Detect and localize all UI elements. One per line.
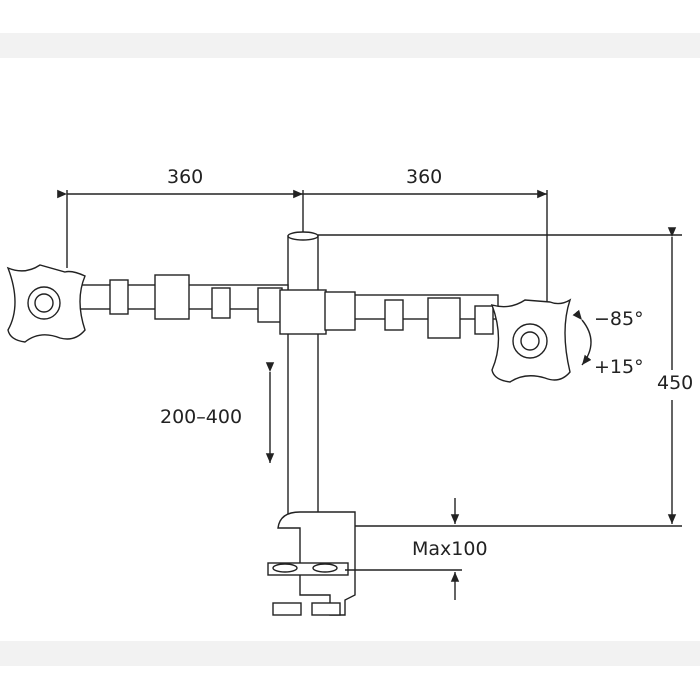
height-label: 450 <box>657 372 694 394</box>
height-adjust-label: 200–400 <box>160 406 243 428</box>
pole <box>287 231 319 521</box>
height-dimension-line <box>318 227 682 527</box>
tilt-down-label: +15° <box>594 356 644 378</box>
clamp-max-label: Max100 <box>412 538 488 560</box>
bottom-band <box>0 641 700 666</box>
clamp <box>267 511 356 616</box>
right-span-label: 360 <box>406 166 443 188</box>
left-span-label: 360 <box>167 166 204 188</box>
clamp-dimension <box>345 498 462 600</box>
arm <box>77 274 499 339</box>
top-dimension-line <box>57 189 548 302</box>
top-band <box>0 33 700 58</box>
tilt-arrow <box>572 309 592 366</box>
tilt-up-label: −85° <box>594 308 644 330</box>
right-vesa-plate <box>490 298 572 383</box>
left-vesa-plate <box>6 264 86 343</box>
